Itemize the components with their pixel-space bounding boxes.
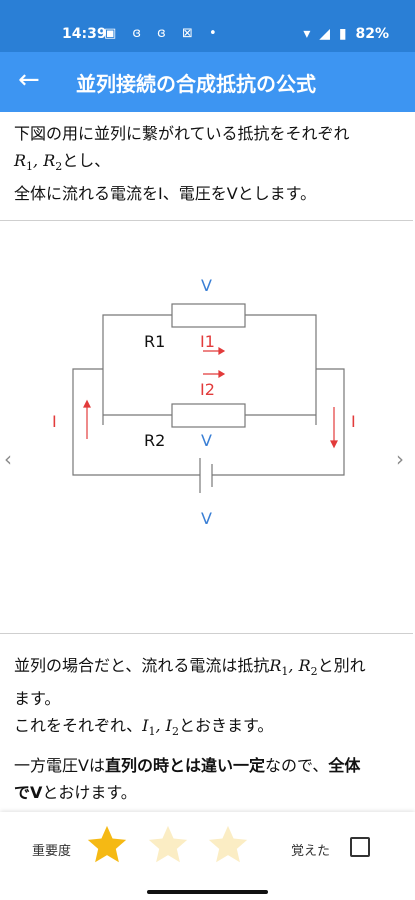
- learned-label: 覚えた: [291, 844, 331, 859]
- math-r1: R1: [14, 151, 34, 174]
- label-v-top: V: [201, 276, 212, 295]
- intro-line-2: R1, R2とし、: [14, 151, 111, 174]
- battery-icon: ▮: [338, 26, 347, 42]
- learned-checkbox[interactable]: [350, 837, 370, 857]
- circuit-figure: V R1 I1 I2 R2 V V I I: [0, 220, 413, 634]
- para2-line-2: ます。: [14, 689, 61, 709]
- intro-line-1: 下図の用に並列に繋がれている抵抗をそれぞれ: [14, 124, 350, 143]
- label-i-right: I: [351, 412, 356, 431]
- star-icon-3[interactable]: [205, 822, 251, 868]
- para2-line-3: これをそれぞれ、I1, I2とおきます。: [14, 716, 274, 739]
- wire-top-left: [102, 314, 172, 425]
- current-paragraph: 並列の場合だと、流れる電流は抵抗R1, R2と別れ ます。 これをそれぞれ、I1…: [14, 652, 406, 745]
- para3-line-2: でVとおけます。: [14, 783, 137, 802]
- content-area[interactable]: 下図の用に並列に繋がれている抵抗をそれぞれ R1, R2とし、 全体に流れる電流…: [0, 112, 415, 812]
- bottom-bar: 重要度 覚えた: [0, 812, 415, 882]
- wire-outer-right: [212, 368, 345, 476]
- math-i2: I2: [165, 716, 179, 739]
- signal-icon: ◢: [319, 26, 331, 42]
- circuit-diagram: V R1 I1 I2 R2 V V I I: [52, 276, 356, 528]
- back-arrow-icon[interactable]: ←: [18, 65, 40, 95]
- para2-line-1: 並列の場合だと、流れる電流は抵抗R1, R2と別れ: [14, 656, 366, 679]
- math-i1: I1: [142, 716, 156, 739]
- label-v-mid: V: [201, 431, 212, 450]
- status-time: 14:39: [62, 26, 107, 42]
- chevron-right-icon[interactable]: ›: [396, 447, 404, 471]
- label-v-bottom: V: [201, 509, 212, 528]
- battery-level: 82%: [355, 26, 389, 42]
- intro-line-3: 全体に流れる電流をI、電圧をVとします。: [14, 184, 317, 204]
- math-r1-b: R1: [269, 656, 289, 679]
- importance-label: 重要度: [32, 844, 72, 859]
- wire-top-right: [245, 314, 317, 425]
- home-indicator[interactable]: [147, 890, 268, 894]
- app-bar: ← 並列接続の合成抵抗の公式: [0, 52, 415, 112]
- notification-icons: ▣ ɞ ɞ ⊠ •: [104, 26, 223, 41]
- wire-outer-left: [72, 368, 200, 476]
- label-r1: R1: [144, 332, 165, 351]
- para3-line-1: 一方電圧Vは直列の時とは違い一定なので、全体: [14, 756, 361, 775]
- chevron-left-icon[interactable]: ‹: [4, 447, 12, 471]
- resistor-r1: [171, 303, 246, 328]
- arrow-i1-head: [218, 346, 226, 356]
- star-icon-1[interactable]: [84, 822, 130, 868]
- label-i-left: I: [52, 412, 57, 431]
- math-r2: R2: [43, 151, 63, 174]
- intro-line-2-suffix: とし、: [62, 151, 111, 170]
- gesture-nav-bar: [0, 882, 415, 900]
- intro-paragraph: 下図の用に並列に繋がれている抵抗をそれぞれ R1, R2とし、 全体に流れる電流…: [14, 120, 406, 207]
- wifi-icon: ▾: [303, 26, 311, 42]
- math-r2-b: R2: [298, 656, 318, 679]
- arrow-i-right-head: [330, 440, 338, 449]
- arrow-i-left-head: [83, 399, 91, 408]
- resistor-r2: [171, 403, 246, 428]
- label-i2: I2: [200, 380, 215, 399]
- star-icon-2[interactable]: [145, 822, 191, 868]
- voltage-paragraph: 一方電圧Vは直列の時とは違い一定なので、全体 でVとおけます。: [14, 752, 406, 806]
- status-right: ▾ ◢ ▮ 82%: [299, 26, 389, 42]
- arrow-i2-head: [218, 369, 226, 379]
- status-bar: 14:39 ▣ ɞ ɞ ⊠ • ▾ ◢ ▮ 82%: [0, 0, 415, 52]
- label-r2: R2: [144, 431, 165, 450]
- label-i1: I1: [200, 332, 215, 351]
- page-title: 並列接続の合成抵抗の公式: [76, 72, 316, 96]
